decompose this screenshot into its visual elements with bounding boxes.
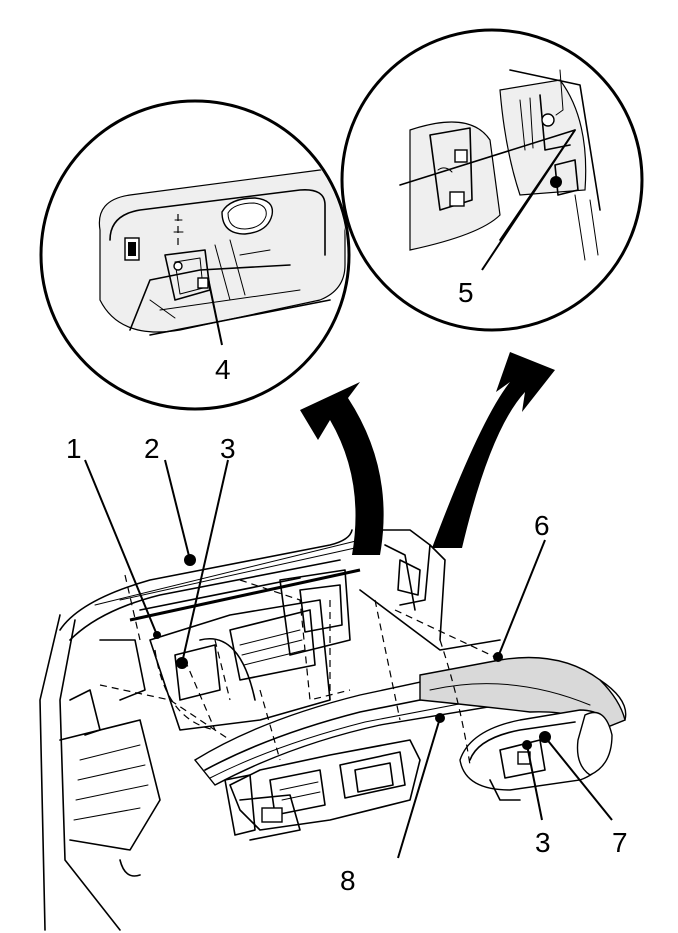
callout-3-lower: 3: [535, 827, 551, 858]
callout-6: 6: [534, 510, 550, 541]
leader-6: [497, 539, 546, 658]
leader-7: [544, 736, 613, 821]
leader-4: [207, 277, 223, 346]
leader-3-right: [526, 744, 543, 821]
leader-8: [397, 717, 441, 859]
callout-3: 3: [220, 433, 236, 464]
callout-7: 7: [612, 827, 628, 858]
callout-4: 4: [215, 354, 231, 385]
leader-5: [481, 129, 576, 271]
arrow-to-left-detail: [300, 382, 384, 555]
callout-5: 5: [458, 277, 474, 308]
leader-3-left: [181, 459, 229, 664]
leader-1: [84, 459, 158, 636]
detail-view-left: 4: [39, 99, 351, 411]
detail-view-right: 5: [340, 28, 644, 332]
callout-2: 2: [144, 433, 160, 464]
leader-2: [164, 459, 191, 561]
callout-8: 8: [340, 865, 356, 896]
main-assembly-view: [39, 459, 627, 931]
callout-1: 1: [66, 433, 82, 464]
arrow-to-right-detail: [432, 352, 555, 548]
